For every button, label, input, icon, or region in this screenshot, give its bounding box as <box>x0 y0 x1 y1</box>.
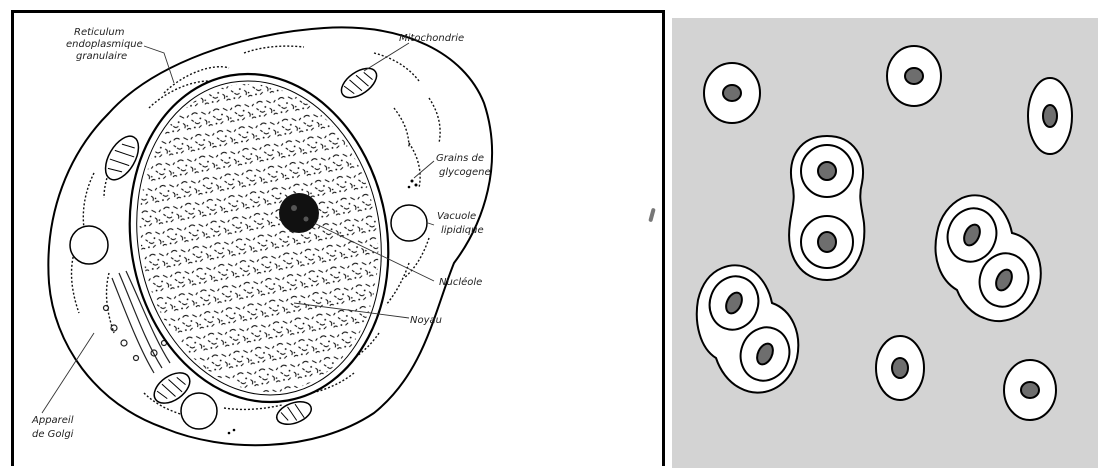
label-nucleole: Nucléole <box>439 276 482 288</box>
label-reticulum-1: Reticulum <box>74 27 125 38</box>
label-reticulum-2: endoplasmique <box>66 39 143 50</box>
dividing-cell-pair <box>697 265 798 392</box>
label-vacuole-2: lipidique <box>441 225 484 236</box>
cell-diagram-panel: Reticulum endoplasmique granulaire Mitoc… <box>11 10 665 466</box>
single-cell <box>704 63 760 123</box>
label-glycogene-2: glycogene <box>439 167 491 178</box>
label-glycogene-1: Grains de <box>436 153 484 164</box>
label-mitochondrie: Mitochondrie <box>399 33 464 44</box>
label-golgi-1: Appareil <box>31 415 74 426</box>
cell-field <box>672 18 1098 468</box>
single-cell <box>1028 78 1072 154</box>
dividing-cell-pair <box>789 136 864 280</box>
label-noyau: Noyau <box>410 315 442 326</box>
single-cell <box>876 336 924 400</box>
single-cell <box>1004 360 1056 420</box>
cell-diagram: Reticulum endoplasmique granulaire Mitoc… <box>14 13 662 469</box>
nucleolus <box>279 193 319 233</box>
dividing-cell-pair <box>936 195 1041 321</box>
label-vacuole-1: Vacuole <box>437 211 476 222</box>
single-cell <box>887 46 941 106</box>
cell-field-panel <box>672 18 1098 468</box>
label-golgi-2: de Golgi <box>32 429 74 440</box>
label-reticulum-3: granulaire <box>76 51 127 62</box>
